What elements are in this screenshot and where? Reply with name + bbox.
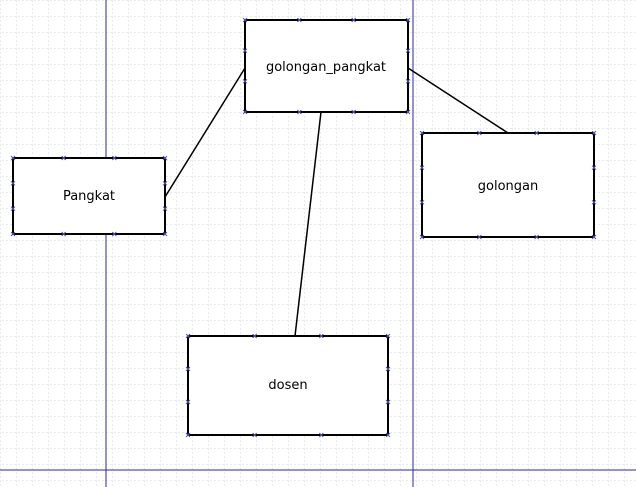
connection-point-handle[interactable] xyxy=(405,109,411,115)
connection-point-handle[interactable] xyxy=(318,333,324,339)
entity-label-golongan: golongan xyxy=(478,179,538,194)
connection-point-handle[interactable] xyxy=(591,165,597,171)
connection-point-handle[interactable] xyxy=(296,109,302,115)
connection-point-handle[interactable] xyxy=(591,199,597,205)
connector-golongan-pangkat-to-dosen[interactable] xyxy=(294,111,322,337)
connection-point-handle[interactable] xyxy=(405,78,411,84)
connection-point-handle[interactable] xyxy=(252,333,258,339)
connection-point-handle[interactable] xyxy=(351,109,357,115)
connection-point-handle[interactable] xyxy=(405,17,411,23)
entity-label-pangkat: Pangkat xyxy=(63,189,115,204)
connection-point-handle[interactable] xyxy=(419,165,425,171)
connection-point-handle[interactable] xyxy=(385,333,391,339)
connection-point-handle[interactable] xyxy=(476,234,482,240)
connection-point-handle[interactable] xyxy=(10,180,16,186)
entity-dosen[interactable]: dosen xyxy=(185,333,391,438)
connection-point-handle[interactable] xyxy=(351,17,357,23)
connection-point-handle[interactable] xyxy=(385,432,391,438)
connection-point-handle[interactable] xyxy=(534,130,540,136)
connection-point-handle[interactable] xyxy=(296,17,302,23)
connection-point-handle[interactable] xyxy=(476,130,482,136)
connection-point-handle[interactable] xyxy=(318,432,324,438)
connection-point-handle[interactable] xyxy=(111,155,117,161)
entity-label-golongan-pangkat: golongan_pangkat xyxy=(266,60,386,75)
connection-point-handle[interactable] xyxy=(242,17,248,23)
connection-point-handle[interactable] xyxy=(61,231,67,237)
connection-point-handle[interactable] xyxy=(10,206,16,212)
connection-point-handle[interactable] xyxy=(252,432,258,438)
entity-golongan-pangkat[interactable]: golongan_pangkat xyxy=(242,17,411,115)
connection-point-handle[interactable] xyxy=(385,399,391,405)
connection-point-handle[interactable] xyxy=(591,130,597,136)
connection-point-handle[interactable] xyxy=(385,366,391,372)
connection-point-handle[interactable] xyxy=(242,78,248,84)
connection-point-handle[interactable] xyxy=(162,231,168,237)
connection-point-handle[interactable] xyxy=(419,199,425,205)
connection-point-handle[interactable] xyxy=(419,234,425,240)
connection-point-handle[interactable] xyxy=(111,231,117,237)
connection-point-handle[interactable] xyxy=(242,48,248,54)
connection-point-handle[interactable] xyxy=(185,432,191,438)
connector-golongan-pangkat-to-golongan[interactable] xyxy=(407,67,509,134)
connection-point-handle[interactable] xyxy=(534,234,540,240)
entity-golongan[interactable]: golongan xyxy=(419,130,597,240)
connection-point-handle[interactable] xyxy=(10,155,16,161)
connector-golongan-pangkat-to-pangkat[interactable] xyxy=(164,67,246,198)
connection-point-handle[interactable] xyxy=(10,231,16,237)
connection-point-handle[interactable] xyxy=(419,130,425,136)
connection-point-handle[interactable] xyxy=(162,206,168,212)
entity-pangkat[interactable]: Pangkat xyxy=(10,155,168,237)
connection-point-handle[interactable] xyxy=(242,109,248,115)
connection-point-handle[interactable] xyxy=(185,333,191,339)
connection-point-handle[interactable] xyxy=(591,234,597,240)
connection-point-handle[interactable] xyxy=(162,155,168,161)
entity-label-dosen: dosen xyxy=(268,378,307,393)
connection-point-handle[interactable] xyxy=(405,48,411,54)
connection-point-handle[interactable] xyxy=(61,155,67,161)
connection-point-handle[interactable] xyxy=(185,399,191,405)
connection-point-handle[interactable] xyxy=(162,180,168,186)
connection-point-handle[interactable] xyxy=(185,366,191,372)
